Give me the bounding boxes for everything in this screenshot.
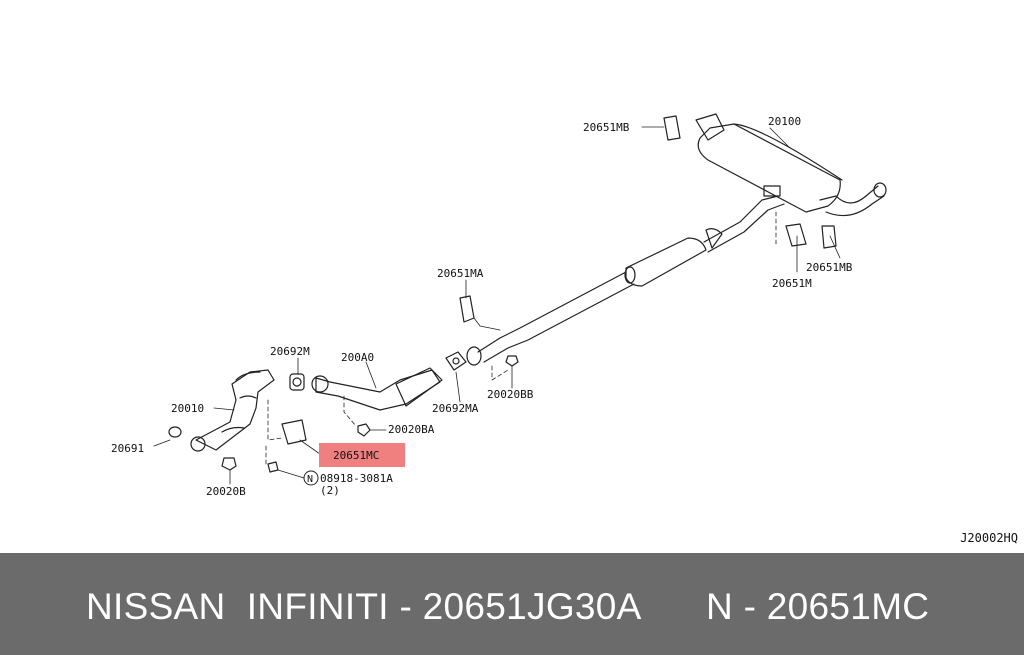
label-20010: 20010 [171, 402, 204, 415]
gasket-20692m-hole [292, 377, 302, 387]
gasket-20692ma [445, 351, 467, 371]
muffler-bracket [695, 113, 725, 141]
front-tube-flange [190, 436, 206, 452]
nut-20020bb [505, 355, 519, 367]
label-20651mb-top: 20651MB [583, 121, 630, 134]
center-pipe [477, 271, 627, 353]
rear-pipe [703, 195, 779, 243]
tailpipe [819, 185, 879, 204]
front-tube-detail [221, 371, 261, 433]
label-20692ma: 20692MA [432, 402, 479, 415]
mount-20651m [785, 223, 807, 247]
mount-20651mb-top [663, 115, 681, 141]
label-08918-3081a: 08918-3081A [320, 472, 393, 485]
center-pipe-flange [466, 346, 482, 366]
label-bolt-qty: (2) [320, 484, 340, 497]
catalyst-pipe [315, 369, 441, 411]
resonator-end [624, 266, 636, 284]
label-20020bb: 20020BB [487, 388, 534, 401]
bolt-08918 [267, 461, 279, 473]
gasket-20692ma-hole [452, 357, 460, 365]
nut-20020b [221, 457, 237, 471]
muffler-top [733, 123, 843, 181]
highlight-20651mc [319, 443, 405, 467]
muffler-hanger [763, 185, 781, 197]
rear-pipe-lower [707, 203, 785, 253]
front-tube [195, 369, 275, 451]
label-20651mc: 20651MC [333, 449, 379, 462]
label-20651ma: 20651MA [437, 267, 484, 280]
tailpipe-lower [825, 195, 885, 217]
mount-20651ma [459, 295, 475, 323]
catalyst-flange [311, 375, 329, 393]
label-20020ba: 20020BA [388, 423, 435, 436]
label-20020b: 20020B [206, 485, 246, 498]
footer-part-number: NISSAN INFINITI - 20651JG30A [86, 586, 642, 627]
mount-20651mc [281, 419, 307, 445]
center-pipe-lower [483, 283, 635, 363]
dashed-leaders [265, 211, 777, 465]
drawing-code: J20002HQ [960, 531, 1018, 545]
gasket-20692m [289, 373, 305, 391]
muffler-body [697, 123, 841, 213]
bolt-symbol-circle [303, 470, 319, 486]
mount-20651mb-right [821, 225, 837, 249]
exhaust-diagram: 20100 20651MB 20651MB 20651M 20651MA 206… [111, 113, 887, 498]
ring-20691 [168, 426, 182, 438]
tailpipe-tip [873, 182, 887, 198]
bolt-symbol: N [307, 474, 313, 485]
label-200a0: 200A0 [341, 351, 374, 364]
catalyst-body [395, 367, 443, 407]
label-20691: 20691 [111, 442, 144, 455]
pipe-joint [705, 228, 723, 249]
label-20692m: 20692M [270, 345, 310, 358]
leader-lines [153, 126, 841, 485]
footer-bar [0, 553, 1024, 655]
resonator [625, 237, 707, 287]
nut-20020ba [357, 423, 371, 437]
label-20651mb-right: 20651MB [806, 261, 853, 274]
label-20100: 20100 [768, 115, 801, 128]
footer-diagram-ref: N - 20651MC [706, 586, 930, 627]
label-20651m: 20651M [772, 277, 812, 290]
